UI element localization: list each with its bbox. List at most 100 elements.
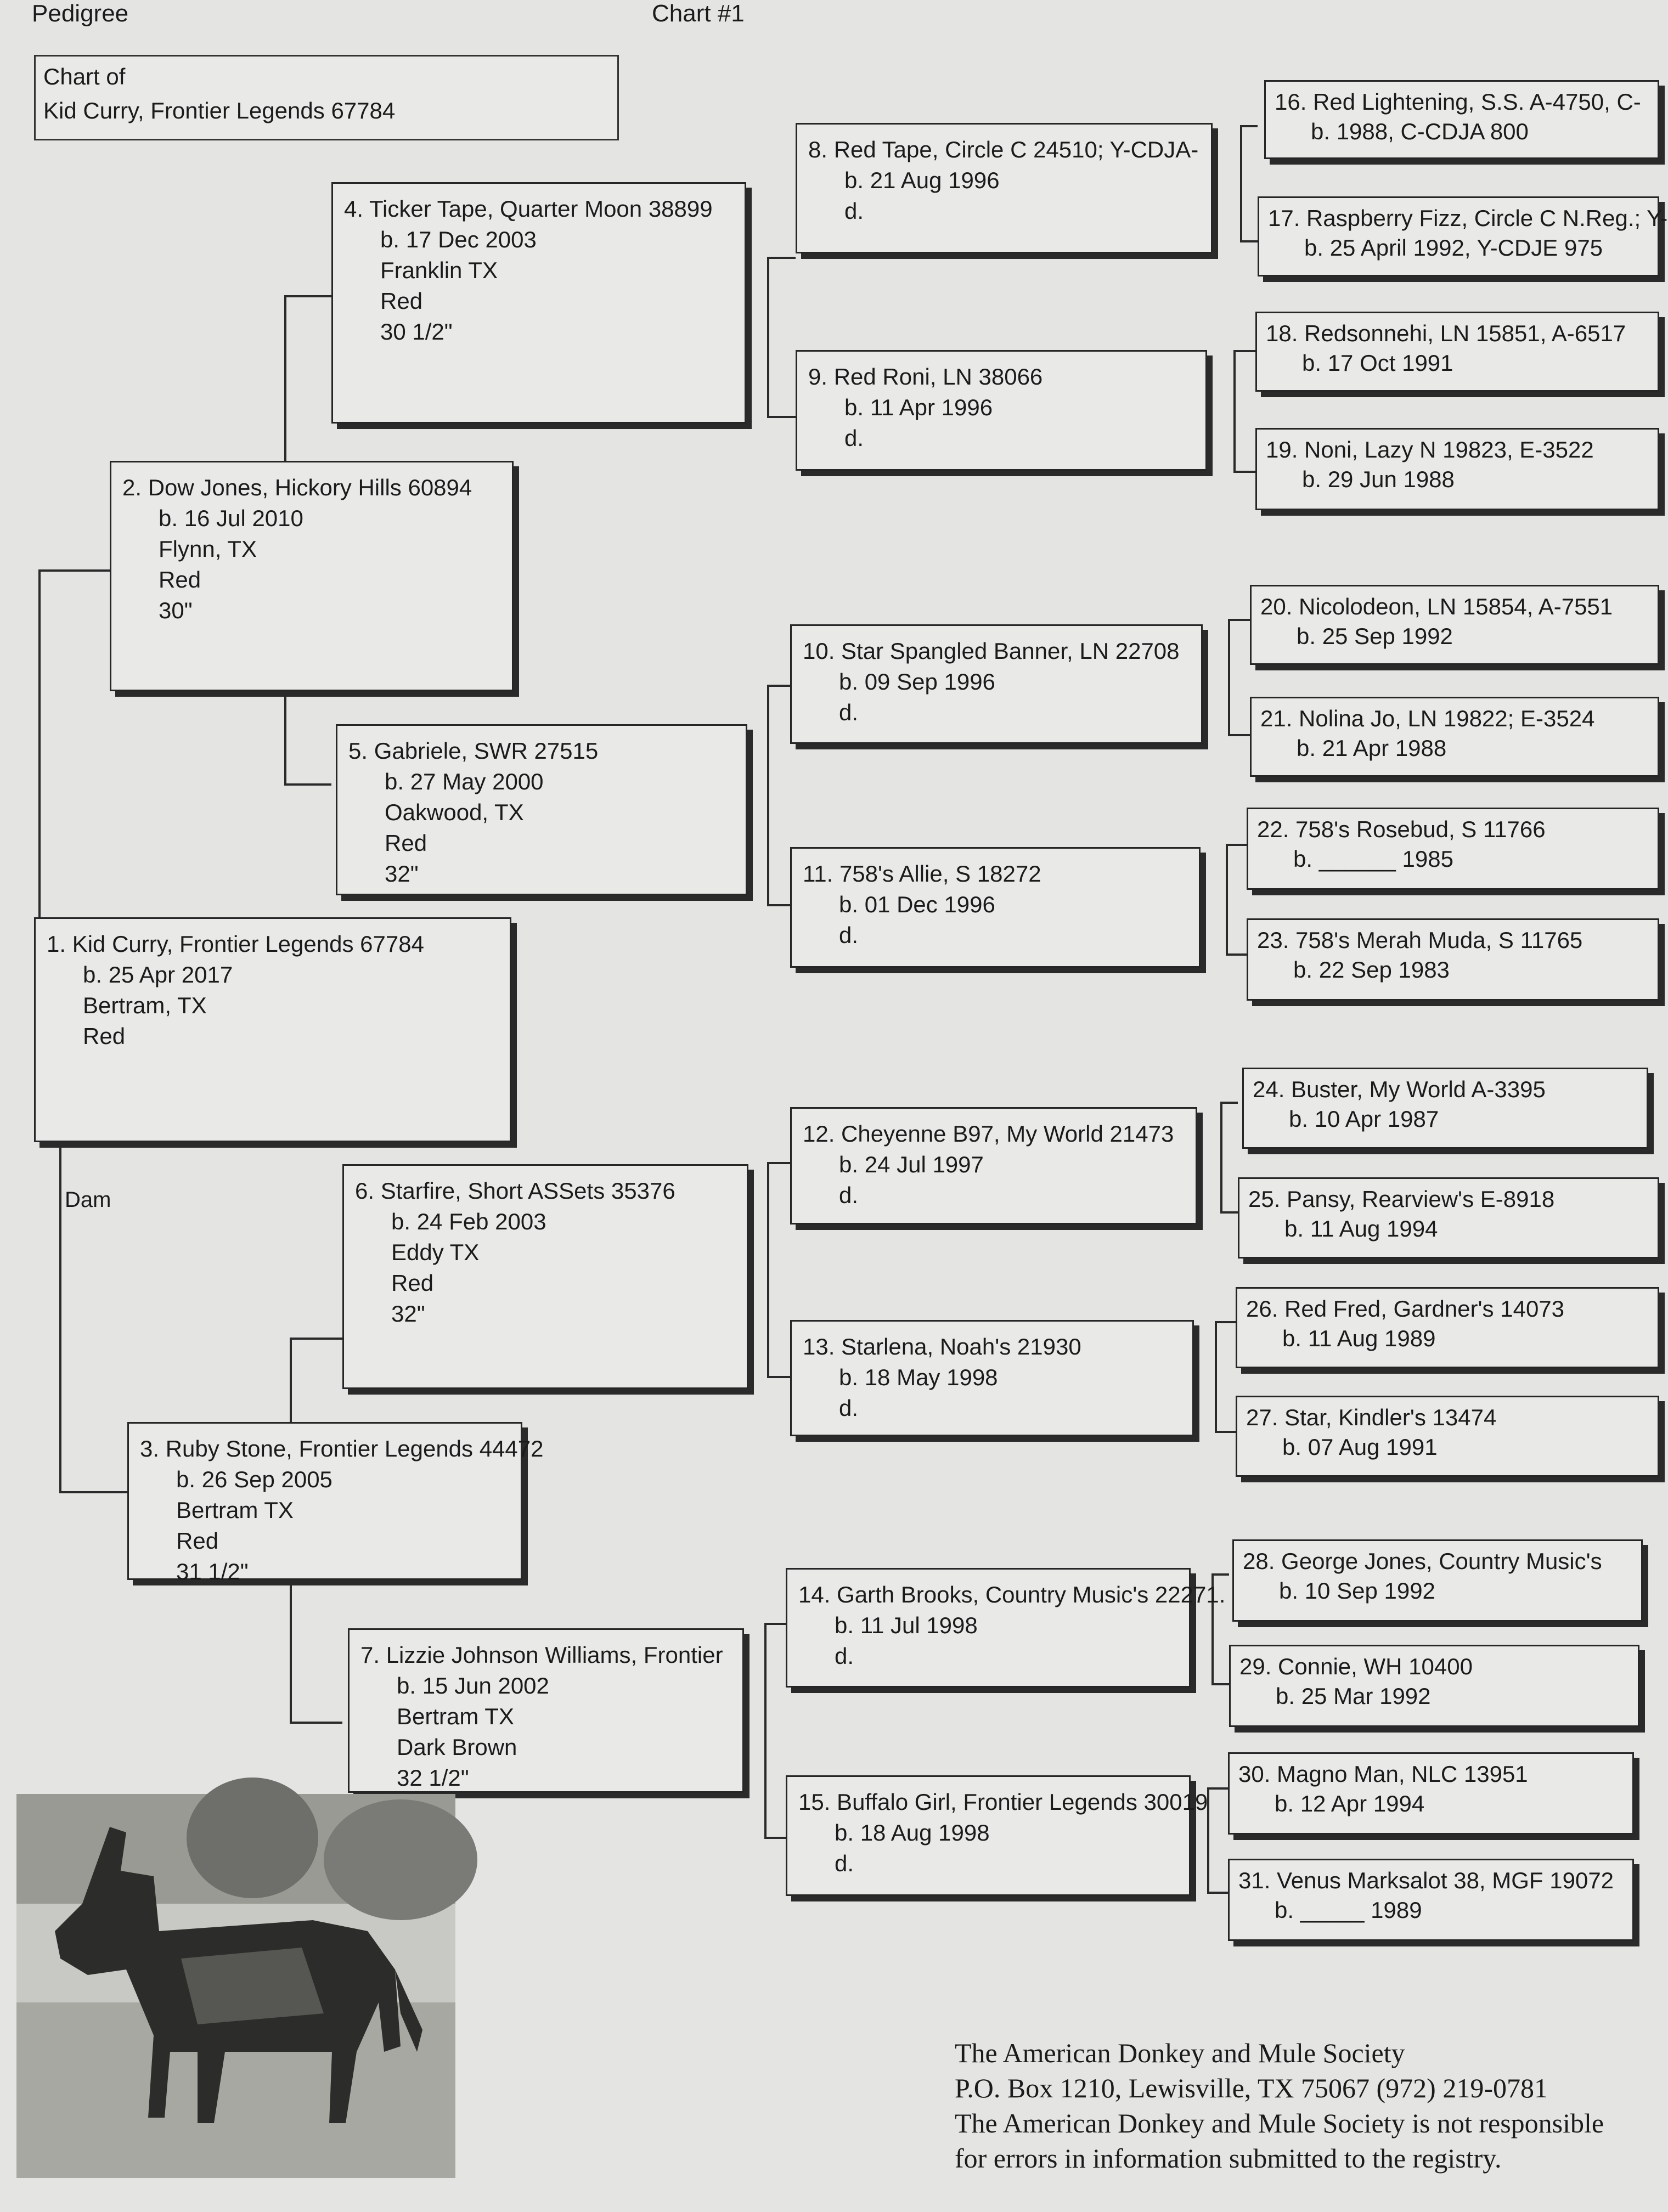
animal-detail: b. 15 Jun 2002 xyxy=(397,1673,549,1699)
animal-detail: b. 24 Feb 2003 xyxy=(391,1209,546,1234)
animal-detail: Red xyxy=(391,1270,434,1296)
connector-line xyxy=(1233,350,1255,473)
animal-box-16: 16. Red Lightening, S.S. A-4750, C-b. 19… xyxy=(1264,80,1659,159)
animal-detail: b. 10 Apr 1987 xyxy=(1289,1106,1439,1132)
connector-line xyxy=(764,1623,786,1839)
footer-line-1: The American Donkey and Mule Society xyxy=(955,2038,1405,2068)
animal-detail: Bertram, TX xyxy=(83,992,207,1018)
donkey-photo-image xyxy=(16,1778,477,2178)
animal-detail: Red xyxy=(380,288,423,314)
animal-detail: b. 27 May 2000 xyxy=(385,769,544,794)
animal-name: 21. Nolina Jo, LN 19822; E-3524 xyxy=(1260,706,1595,731)
animal-box-3: 3. Ruby Stone, Frontier Legends 44472 b. … xyxy=(127,1422,544,1584)
animal-detail: b. 21 Apr 1988 xyxy=(1297,735,1447,761)
animal-detail: Dark Brown xyxy=(397,1734,517,1760)
animal-name: 9. Red Roni, LN 38066 xyxy=(808,364,1043,390)
donkey-photo xyxy=(16,1778,477,2178)
animal-box-13: 13. Starlena, Noah's 21930 b. 18 May 1998… xyxy=(790,1320,1194,1436)
chart-number: Chart #1 xyxy=(652,0,745,27)
animal-detail: b. 26 Sep 2005 xyxy=(176,1466,333,1492)
animal-detail: Red xyxy=(83,1023,126,1049)
connector-line xyxy=(767,685,790,906)
connector-line xyxy=(1240,125,1258,242)
animal-name: 13. Starlena, Noah's 21930 xyxy=(803,1334,1081,1359)
animal-box-9: 9. Red Roni, LN 38066 b. 11 Apr 1996 d. xyxy=(796,350,1207,471)
animal-detail: d. xyxy=(839,1395,859,1421)
page-title: Pedigree xyxy=(32,0,129,27)
animal-name: 20. Nicolodeon, LN 15854, A-7551 xyxy=(1260,594,1613,619)
animal-detail: b. 10 Sep 1992 xyxy=(1279,1578,1435,1604)
animal-name: 2. Dow Jones, Hickory Hills 60894 xyxy=(122,475,472,500)
animal-detail: b. 11 Jul 1998 xyxy=(835,1612,978,1638)
animal-detail: b. 25 April 1992, Y-CDJE 975 xyxy=(1304,235,1603,261)
animal-name: 12. Cheyenne B97, My World 21473 xyxy=(803,1121,1174,1147)
animal-box-19: 19. Noni, Lazy N 19823, E-3522 b. 29 Jun … xyxy=(1255,428,1659,510)
connector-line xyxy=(1207,1787,1228,1894)
animal-name: 14. Garth Brooks, Country Music's 22271. xyxy=(798,1582,1226,1607)
animal-detail: d. xyxy=(839,699,859,725)
animal-box-30: 30. Magno Man, NLC 13951 b. 12 Apr 1994 xyxy=(1228,1752,1634,1835)
animal-name: 26. Red Fred, Gardner's 14073 xyxy=(1246,1296,1565,1322)
chart-of-box: Chart of Kid Curry, Frontier Legends 677… xyxy=(34,55,619,140)
animal-name: 19. Noni, Lazy N 19823, E-3522 xyxy=(1266,437,1594,462)
animal-detail: Bertram TX xyxy=(397,1703,514,1729)
animal-detail: d. xyxy=(835,1850,854,1876)
animal-name: 30. Magno Man, NLC 13951 xyxy=(1238,1761,1528,1787)
animal-detail: b. 09 Sep 1996 xyxy=(839,669,995,695)
animal-name: 15. Buffalo Girl, Frontier Legends 30019 xyxy=(798,1789,1208,1815)
animal-detail: b. 12 Apr 1994 xyxy=(1275,1791,1425,1816)
animal-box-6: 6. Starfire, Short ASSets 35376 b. 24 Feb… xyxy=(342,1164,748,1389)
animal-detail: 32" xyxy=(385,861,419,887)
animal-name: 22. 758's Rosebud, S 11766 xyxy=(1257,816,1546,842)
animal-detail: b. 17 Dec 2003 xyxy=(380,227,537,252)
footer-line-4: for errors in information submitted to t… xyxy=(955,2143,1502,2174)
animal-name: 5. Gabriele, SWR 27515 xyxy=(348,738,599,764)
animal-detail: b. 1988, C-CDJA 800 xyxy=(1311,119,1529,144)
animal-box-14: 14. Garth Brooks, Country Music's 22271.… xyxy=(786,1568,1226,1688)
animal-detail: b. 29 Jun 1988 xyxy=(1302,466,1455,492)
animal-name: 28. George Jones, Country Music's xyxy=(1243,1548,1602,1574)
society-footer: The American Donkey and Mule Society P.O… xyxy=(955,2035,1668,2176)
footer-line-3: The American Donkey and Mule Society is … xyxy=(955,2108,1604,2138)
animal-name: 17. Raspberry Fizz, Circle C N.Reg.; Y- xyxy=(1268,205,1668,231)
connector-line xyxy=(767,1162,790,1378)
animal-detail: b. ______ 1985 xyxy=(1293,846,1453,872)
animal-detail: Red xyxy=(176,1528,219,1554)
animal-name: 7. Lizzie Johnson Williams, Frontier xyxy=(360,1642,723,1668)
animal-detail: 32" xyxy=(391,1301,425,1327)
animal-detail: d. xyxy=(844,425,864,451)
animal-name: 4. Ticker Tape, Quarter Moon 38899 xyxy=(344,196,713,222)
animal-box-21: 21. Nolina Jo, LN 19822; E-3524 b. 21 Apr… xyxy=(1250,697,1659,777)
animal-box-22: 22. 758's Rosebud, S 11766 b. ______ 1985 xyxy=(1247,808,1659,890)
animal-detail: b. 18 May 1998 xyxy=(839,1364,998,1390)
dam-label: Dam xyxy=(65,1188,111,1212)
animal-detail: b. 11 Aug 1994 xyxy=(1284,1216,1438,1242)
animal-detail: b. 24 Jul 1997 xyxy=(839,1152,984,1177)
animal-name: 3. Ruby Stone, Frontier Legends 44472 xyxy=(140,1436,544,1462)
animal-detail: d. xyxy=(835,1643,854,1669)
animal-box-7: 7. Lizzie Johnson Williams, Frontier b. 1… xyxy=(348,1628,744,1793)
animal-name: 23. 758's Merah Muda, S 11765 xyxy=(1257,927,1583,953)
animal-box-17: 17. Raspberry Fizz, Circle C N.Reg.; Y-b… xyxy=(1258,196,1668,276)
animal-detail: Bertram TX xyxy=(176,1497,294,1523)
animal-detail: b. 11 Apr 1996 xyxy=(844,394,993,420)
animal-detail: Flynn, TX xyxy=(159,536,257,562)
animal-name: 6. Starfire, Short ASSets 35376 xyxy=(355,1178,675,1204)
animal-detail: b. 17 Oct 1991 xyxy=(1302,350,1453,376)
animal-detail: 30" xyxy=(159,597,193,623)
footer-line-2: P.O. Box 1210, Lewisville, TX 75067 (972… xyxy=(955,2073,1548,2103)
animal-detail: d. xyxy=(844,198,864,224)
animal-detail: Red xyxy=(159,567,201,592)
animal-detail: b. _____ 1989 xyxy=(1275,1897,1422,1923)
connector-line xyxy=(38,569,110,945)
connector-line xyxy=(1226,844,1247,956)
animal-name: 16. Red Lightening, S.S. A-4750, C- xyxy=(1275,89,1641,115)
